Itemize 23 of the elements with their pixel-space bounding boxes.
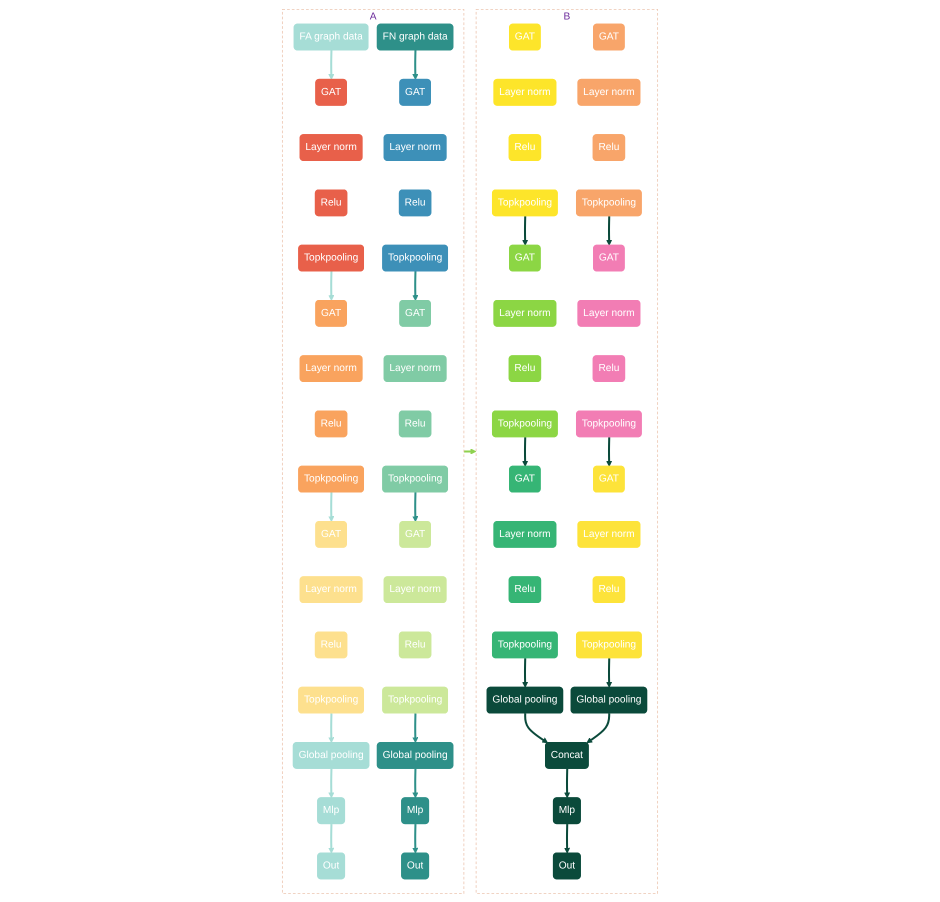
arrow [564,768,570,798]
arrow [412,50,418,80]
arrow [328,270,334,300]
arrow [522,658,528,688]
arrow [412,713,418,742]
arrow [328,50,334,80]
arrow [328,492,334,522]
arrow [328,768,334,798]
arrow [586,713,610,743]
arrow [412,270,418,300]
arrow [412,492,418,522]
arrow [564,824,570,853]
arrow [522,216,528,246]
arrow [412,768,418,798]
arrow [522,436,528,466]
arrow [606,436,612,466]
arrow [464,448,476,454]
arrow [606,216,612,246]
arrow [524,713,548,743]
arrow [328,824,334,853]
arrow [328,713,334,742]
arrow [606,658,612,688]
arrow [412,824,418,853]
